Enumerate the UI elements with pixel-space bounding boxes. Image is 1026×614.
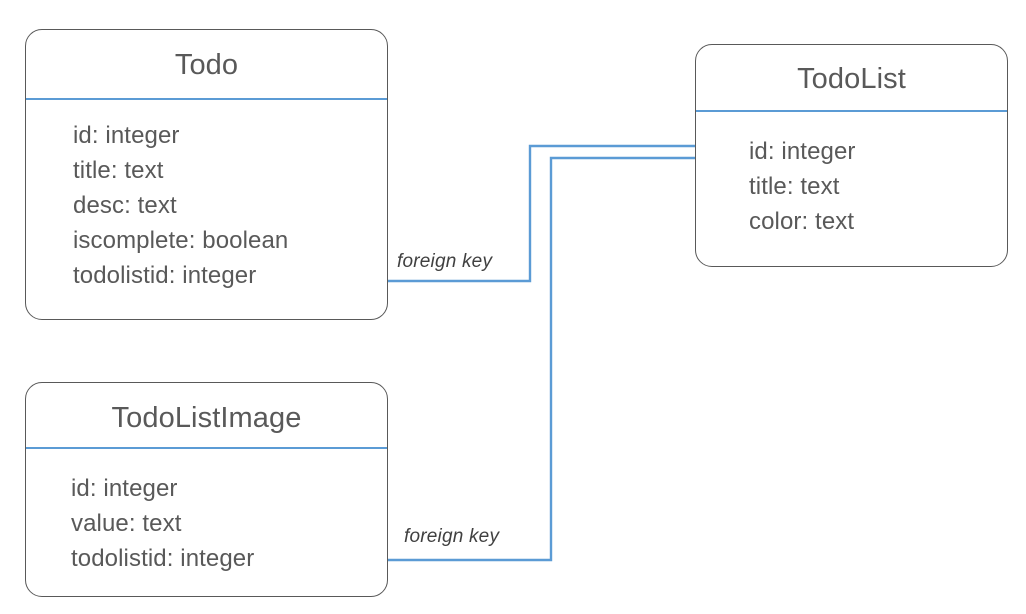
- entity-todolist-fields: id: integer title: text color: text: [696, 134, 1007, 239]
- entity-todolist[interactable]: TodoList id: integer title: text color: …: [695, 44, 1008, 267]
- entity-todo-field: title: text: [73, 157, 164, 184]
- entity-todolist-divider: [696, 110, 1007, 112]
- entity-todo-title: Todo: [174, 49, 239, 81]
- entity-todo-fields: id: integer title: text desc: text iscom…: [26, 118, 387, 293]
- entity-todo-field: id: integer: [73, 122, 180, 149]
- entity-todolistimage-fields: id: integer value: text todolistid: inte…: [26, 471, 387, 576]
- entity-todolistimage-title: TodoListImage: [111, 402, 302, 434]
- entity-todolistimage[interactable]: TodoListImage id: integer value: text to…: [25, 382, 388, 597]
- entity-todolist-field: title: text: [749, 173, 840, 200]
- entity-todolist-field: color: text: [749, 208, 855, 235]
- entity-todolist-title: TodoList: [797, 63, 906, 95]
- entity-todo[interactable]: Todo id: integer title: text desc: text …: [25, 29, 388, 320]
- entity-todo-field: desc: text: [73, 192, 177, 219]
- entity-todolistimage-field: id: integer: [71, 475, 178, 502]
- connector-todolistimage-to-todolist: [330, 148, 742, 562]
- edge-label-foreign-key-todo: foreign key: [393, 251, 497, 273]
- entity-todolistimage-field: todolistid: integer: [71, 545, 255, 572]
- entity-todo-divider: [26, 98, 387, 100]
- entity-todolistimage-divider: [26, 447, 387, 449]
- entity-todo-field: todolistid: integer: [73, 262, 257, 289]
- edge-label-foreign-key-todolistimage: foreign key: [400, 526, 504, 548]
- entity-todo-field: iscomplete: boolean: [73, 227, 289, 254]
- entity-todolistimage-field: value: text: [71, 510, 182, 537]
- entity-todolist-field: id: integer: [749, 138, 856, 165]
